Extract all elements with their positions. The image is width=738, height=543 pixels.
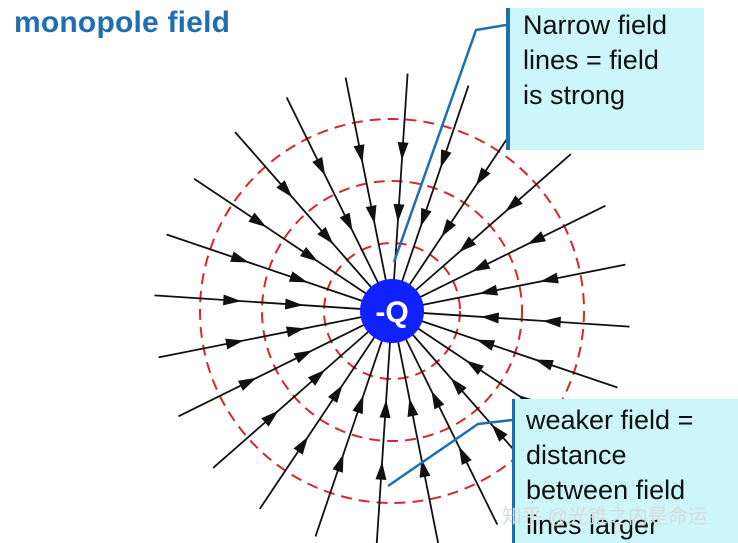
field-line <box>419 311 630 328</box>
field-arrowhead <box>450 377 467 396</box>
field-arrowhead <box>288 271 308 283</box>
field-arrowhead <box>542 316 561 328</box>
field-arrowhead <box>261 410 279 427</box>
callout-strong-field: Narrow field lines = field is strong <box>506 8 704 150</box>
field-line <box>406 112 525 289</box>
field-arrowhead <box>420 207 432 227</box>
field-line <box>193 178 370 297</box>
field-lines <box>154 73 630 543</box>
field-arrowhead <box>527 231 546 245</box>
field-line <box>392 73 409 284</box>
field-arrowhead <box>293 436 309 455</box>
field-arrowhead <box>480 312 500 324</box>
field-arrowhead <box>440 149 452 168</box>
pointer-strong-field <box>392 23 507 263</box>
field-arrowhead <box>471 258 491 272</box>
field-line <box>418 319 618 389</box>
field-line <box>396 338 440 543</box>
field-line <box>158 315 365 359</box>
field-line <box>166 233 366 303</box>
field-line <box>212 328 372 469</box>
field-arrowhead <box>540 272 559 284</box>
equipotential-circle-2 <box>261 180 523 442</box>
callout-weak-field: weaker field = distance between field li… <box>512 399 738 543</box>
field-arrowhead <box>458 446 472 465</box>
field-arrowhead <box>397 142 409 161</box>
field-arrowhead <box>365 205 377 224</box>
field-arrowhead <box>505 195 523 212</box>
field-line <box>412 153 572 294</box>
equipotential-circle-1 <box>323 242 461 380</box>
field-arrowhead <box>276 180 293 198</box>
field-arrowhead <box>230 251 249 263</box>
field-line <box>259 333 378 510</box>
field-arrowhead <box>535 359 554 371</box>
charge: -Q <box>360 279 424 343</box>
field-arrowhead <box>352 395 364 415</box>
field-arrowhead <box>475 167 491 186</box>
field-arrowhead <box>353 144 365 163</box>
field-line <box>403 335 499 525</box>
field-arrowhead <box>379 399 391 419</box>
field-line <box>178 322 368 418</box>
field-arrowhead <box>332 454 344 473</box>
field-arrowhead <box>375 461 387 480</box>
field-line <box>400 85 470 285</box>
equipotential-circles <box>199 118 585 504</box>
field-arrowhead <box>223 294 242 306</box>
pointer-weak-field <box>387 418 513 488</box>
field-arrowhead <box>407 398 419 417</box>
field-arrowhead <box>286 326 305 338</box>
field-arrowhead <box>300 247 318 262</box>
field-line <box>375 338 392 543</box>
equipotential-circle-3 <box>199 118 585 504</box>
field-line <box>154 294 365 311</box>
field-line <box>416 204 606 300</box>
field-arrowhead <box>317 226 334 245</box>
field-line <box>314 337 384 537</box>
field-arrowhead <box>441 219 456 237</box>
field-arrowhead <box>225 338 244 350</box>
field-arrowhead <box>284 298 304 310</box>
field-arrowhead <box>476 339 496 351</box>
charge-circle <box>360 279 424 343</box>
field-arrowhead <box>491 424 508 442</box>
field-line <box>344 77 388 284</box>
field-line <box>285 97 381 287</box>
charge-label: -Q <box>375 296 408 329</box>
field-arrowhead <box>431 390 445 410</box>
field-arrowhead <box>312 157 326 176</box>
field-arrowhead <box>293 350 313 364</box>
callout-pointers <box>387 23 513 488</box>
field-line <box>419 263 626 307</box>
field-arrowhead <box>479 284 498 296</box>
field-arrowhead <box>339 212 353 232</box>
field-arrowhead <box>393 203 405 223</box>
field-arrowhead <box>466 360 484 375</box>
field-arrowhead <box>248 212 267 228</box>
diagram-title: monopole field <box>14 6 231 39</box>
field-arrowhead <box>307 369 326 386</box>
field-arrowhead <box>238 377 257 391</box>
field-line <box>234 131 375 291</box>
field-arrowhead <box>458 236 477 253</box>
field-arrowhead <box>328 385 343 403</box>
